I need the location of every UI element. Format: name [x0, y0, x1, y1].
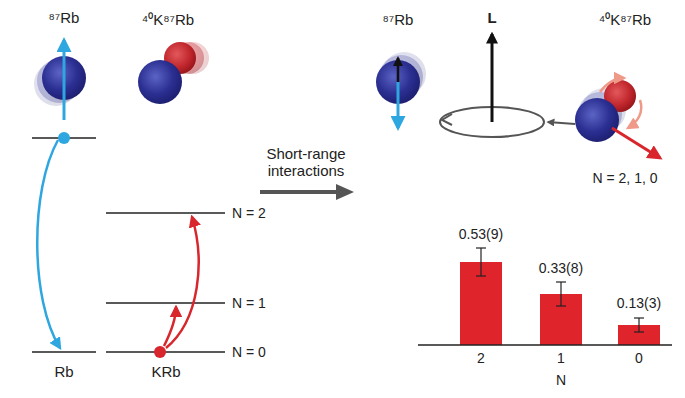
- rb-levels: [32, 132, 96, 352]
- process-label: Short-range interactions: [246, 145, 366, 180]
- molecule-label: ⁴⁰K⁸⁷Rb: [599, 11, 651, 28]
- value-label: 0.33(8): [539, 260, 583, 276]
- krb-molecule: [575, 78, 660, 158]
- species-label: Rb: [54, 363, 73, 380]
- rb-atom: [376, 52, 426, 128]
- rb-atom: [34, 40, 86, 120]
- orbit: [440, 34, 575, 137]
- level-label: N = 0: [232, 344, 266, 360]
- atom-label: ⁸⁷Rb: [383, 11, 414, 28]
- krb-levels: [106, 213, 225, 358]
- level-label: N = 2: [232, 205, 266, 221]
- process-arrow: [260, 184, 354, 200]
- axis-label: L: [487, 9, 496, 26]
- axis-label: N: [556, 372, 566, 388]
- state-label: N = 2, 1, 0: [593, 170, 658, 186]
- tick-label: 1: [557, 350, 565, 366]
- level-label: N = 1: [232, 295, 266, 311]
- value-label: 0.13(3): [617, 295, 661, 311]
- krb-molecule: [138, 42, 209, 104]
- molecule-label: ⁴⁰K⁸⁷Rb: [142, 11, 194, 28]
- atom-label: ⁸⁷Rb: [49, 9, 80, 26]
- tick-label: 0: [635, 350, 643, 366]
- bar-chart: [418, 248, 672, 345]
- species-label: KRb: [151, 363, 180, 380]
- value-label: 0.53(9): [459, 226, 503, 242]
- tick-label: 2: [477, 350, 485, 366]
